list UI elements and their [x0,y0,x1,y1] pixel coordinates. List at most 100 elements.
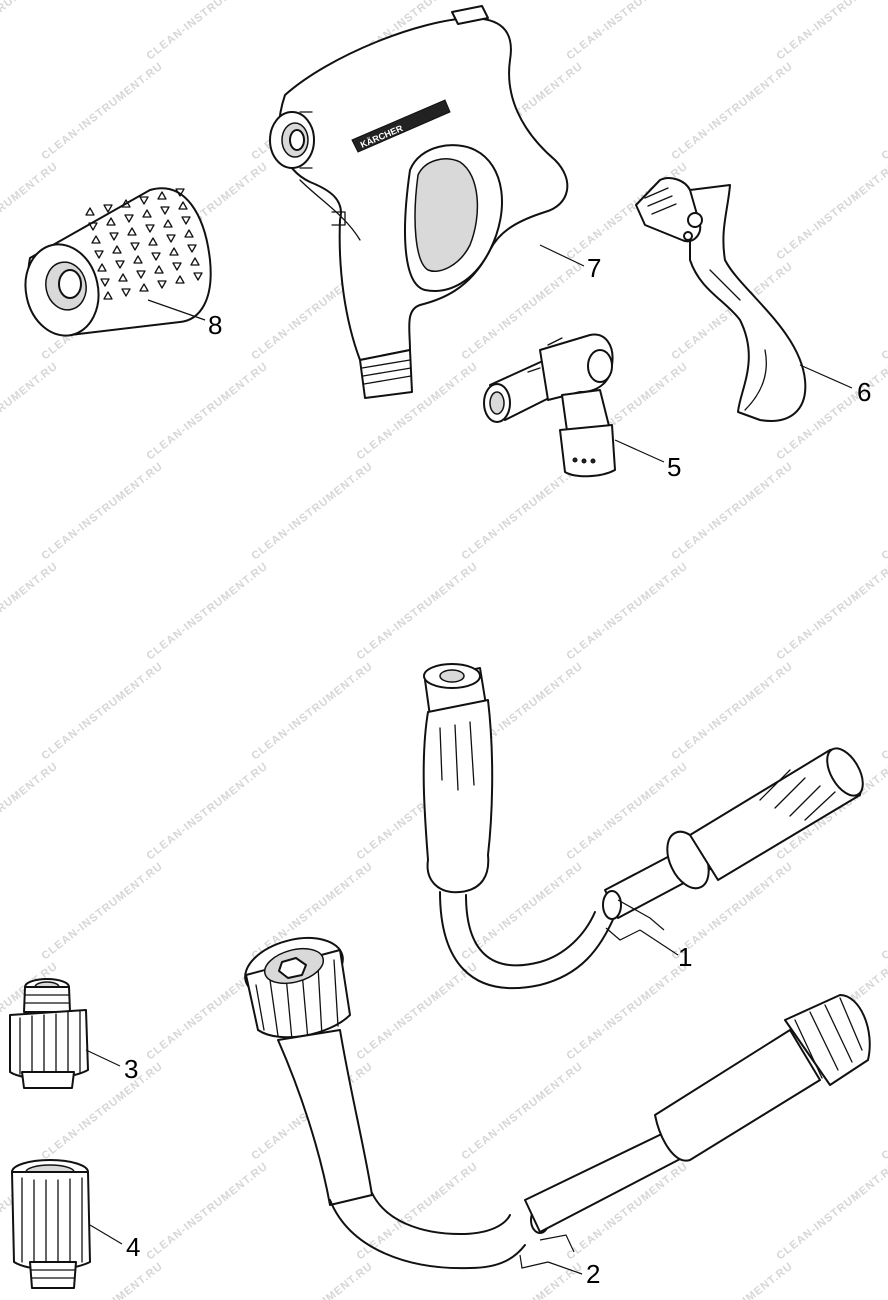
perforation-mark [133,255,143,264]
perforation-mark [157,280,167,289]
perforation-mark [124,214,134,223]
watermark-text: CLEAN-INSTRUMENT.RU [39,660,165,762]
watermark-text: CLEAN-INSTRUMENT.RU [144,760,270,862]
perforation-mark [157,191,167,200]
watermark-text: CLEAN-INSTRUMENT.RU [564,960,690,1062]
watermark-text: CLEAN-INSTRUMENT.RU [774,0,888,62]
perforation-mark [184,229,194,238]
perforation-mark [106,217,116,226]
part-label-4: 4 [126,1232,140,1262]
angle-connector-drawing [483,333,616,478]
perforation-mark [154,265,164,274]
part-label-2: 2 [586,1259,600,1289]
watermark-text: CLEAN-INSTRUMENT.RU [774,560,888,662]
part-label-1: 1 [678,942,692,972]
watermark-text: CLEAN-INSTRUMENT.RU [879,1060,888,1162]
perforation-mark [121,288,131,297]
filter-sleeve-drawing [24,187,212,337]
watermark-text: CLEAN-INSTRUMENT.RU [354,960,480,1062]
watermark-text: CLEAN-INSTRUMENT.RU [249,460,375,562]
perforation-mark [139,196,149,205]
perforation-mark [172,262,182,271]
spray-gun-drawing: KÄRCHER [269,5,569,399]
perforation-mark [175,275,185,284]
watermark-text: CLEAN-INSTRUMENT.RU [564,560,690,662]
watermark-text: CLEAN-INSTRUMENT.RU [0,360,60,462]
perforation-mark [178,201,188,210]
perforation-mark [139,283,149,292]
perforation-mark [103,291,113,300]
perforation-mark [109,232,119,241]
watermark-text: CLEAN-INSTRUMENT.RU [669,460,795,562]
part-label-7: 7 [587,253,601,283]
perforation-mark [169,247,179,256]
perforation-mark [163,219,173,228]
trigger-lever-drawing [635,177,807,422]
perforation-mark [112,245,122,254]
watermark-text: CLEAN-INSTRUMENT.RU [39,460,165,562]
perforation-mark [166,234,176,243]
perforation-mark [130,242,140,251]
watermark-text: CLEAN-INSTRUMENT.RU [879,460,888,562]
watermark-text: CLEAN-INSTRUMENT.RU [459,1060,585,1162]
watermark-text: CLEAN-INSTRUMENT.RU [879,260,888,362]
perforation-mark [187,244,197,253]
perforation-mark [85,207,95,216]
watermark-text: CLEAN-INSTRUMENT.RU [249,660,375,762]
perforation-mark [91,235,101,244]
part-label-6: 6 [857,377,871,407]
perforation-mark [136,270,146,279]
hose-angled-tube-drawing [244,937,871,1270]
adapter-nut-drawing [11,1159,91,1289]
perforation-mark [193,272,203,281]
watermark-text: CLEAN-INSTRUMENT.RU [564,0,690,62]
perforation-mark [94,250,104,259]
watermark-text: CLEAN-INSTRUMENT.RU [459,1260,585,1300]
watermark-text: CLEAN-INSTRUMENT.RU [669,1260,795,1300]
watermark-text: CLEAN-INSTRUMENT.RU [879,660,888,762]
part-label-5: 5 [667,452,681,482]
perforation-mark [145,224,155,233]
perforation-mark [148,237,158,246]
watermark-text: CLEAN-INSTRUMENT.RU [249,1260,375,1300]
perforation-mark [142,209,152,218]
watermark-text: CLEAN-INSTRUMENT.RU [669,660,795,762]
part-label-8: 8 [208,310,222,340]
watermark-text: CLEAN-INSTRUMENT.RU [144,1160,270,1262]
watermark-text: CLEAN-INSTRUMENT.RU [774,1160,888,1262]
watermark-text: CLEAN-INSTRUMENT.RU [144,0,270,62]
perforation-mark [127,227,137,236]
watermark-text: CLEAN-INSTRUMENT.RU [39,860,165,962]
filter-perforations [85,188,203,300]
perforation-mark [121,199,131,208]
watermark-text: CLEAN-INSTRUMENT.RU [0,560,60,662]
adapter-nipple-drawing [9,978,89,1089]
perforation-mark [97,263,107,272]
leader-lines [85,244,853,1275]
perforation-mark [118,273,128,282]
hose-curved-handle-drawing [422,663,864,990]
watermark-text: CLEAN-INSTRUMENT.RU [144,560,270,662]
watermark-text: CLEAN-INSTRUMENT.RU [144,360,270,462]
watermark-text: CLEAN-INSTRUMENT.RU [774,160,888,262]
watermark-text: CLEAN-INSTRUMENT.RU [879,860,888,962]
perforation-mark [103,204,113,213]
part-label-3: 3 [124,1054,138,1084]
part-labels: 1 2 3 4 5 6 7 8 [124,253,871,1289]
perforation-mark [160,206,170,215]
watermark-text: CLEAN-INSTRUMENT.RU [0,0,60,62]
watermark-text: CLEAN-INSTRUMENT.RU [0,760,60,862]
watermark-text: CLEAN-INSTRUMENT.RU [879,1260,888,1300]
perforation-mark [115,260,125,269]
watermark-text: CLEAN-INSTRUMENT.RU [879,60,888,162]
perforation-mark [88,222,98,231]
perforation-mark [175,188,185,197]
perforation-mark [100,278,110,287]
watermark-text: CLEAN-INSTRUMENT.RU [459,460,585,562]
perforation-mark [151,252,161,261]
watermark-text: CLEAN-INSTRUMENT.RU [669,60,795,162]
perforation-mark [190,257,200,266]
watermark-text: CLEAN-INSTRUMENT.RU [354,560,480,662]
